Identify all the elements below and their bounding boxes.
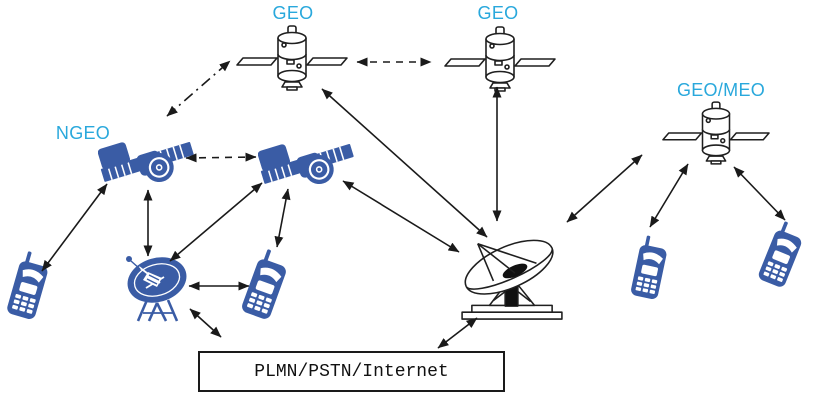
core-network-label: PLMN/PSTN/Internet	[254, 361, 449, 382]
link-gateway-station--core-network	[437, 317, 478, 349]
geo-satellite-right	[444, 25, 556, 93]
user-terminal-dish	[110, 250, 205, 324]
phone-4	[749, 216, 816, 294]
satellite-icon	[236, 25, 348, 91]
mobile-phone-icon	[758, 221, 802, 287]
large-dish-icon	[461, 239, 563, 320]
phone-1	[0, 247, 62, 326]
link-ngeo-sat-2--gateway-station	[342, 180, 460, 253]
link-geo-meo-sat--phone-3	[649, 163, 689, 228]
small-dish-icon	[126, 256, 187, 322]
link-ngeo-sat-1--ngeo-sat-2	[185, 152, 257, 163]
label-geo-meo: GEO/MEO	[676, 80, 766, 100]
mobile-phone-icon	[242, 249, 286, 319]
ngeo-satellite-icon	[258, 144, 354, 185]
ngeo-satellite-2	[258, 128, 356, 198]
geo-satellite-left	[236, 24, 348, 92]
geo-meo-satellite	[662, 100, 770, 166]
core-network-box: PLMN/PSTN/Internet	[198, 351, 505, 392]
label-geo-right: GEO	[477, 3, 519, 23]
link-ngeo-sat-1--geo-sat-left	[166, 60, 231, 117]
link-geo-meo-sat--gateway-station	[566, 154, 643, 223]
link-geo-meo-sat--phone-4	[733, 166, 786, 221]
label-ngeo: NGEO	[55, 123, 111, 143]
phone-2	[232, 244, 301, 326]
gateway-station-dish	[448, 230, 576, 322]
label-geo-left: GEO	[272, 3, 314, 23]
phone-3	[622, 232, 680, 304]
mobile-phone-icon	[7, 251, 48, 319]
satellite-icon	[662, 101, 770, 165]
satellite-icon	[444, 26, 556, 92]
mobile-phone-icon	[631, 235, 667, 299]
ngeo-satellite-1	[98, 126, 196, 196]
ngeo-satellite-icon	[98, 142, 194, 183]
